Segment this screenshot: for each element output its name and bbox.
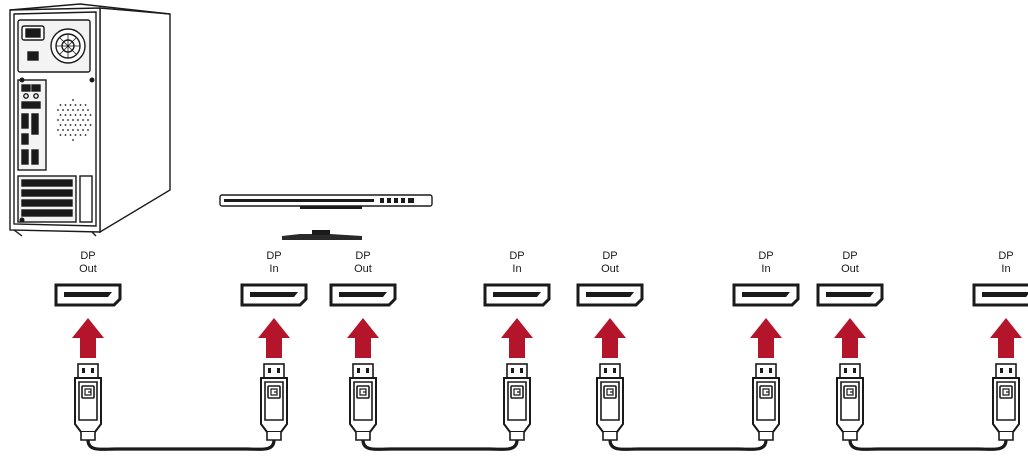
port-label-line2: Out — [841, 263, 859, 275]
port-label-line1: DP — [842, 250, 858, 262]
arrow-up-icon — [347, 318, 379, 358]
port-label-line2: In — [1001, 263, 1011, 275]
displayport-icon — [483, 283, 551, 307]
cable-line — [848, 439, 1008, 451]
displayport-icon — [329, 283, 397, 307]
port-label-line1: DP — [355, 250, 371, 262]
displayport-cable-icon — [596, 363, 624, 441]
port-label-line1: DP — [602, 250, 618, 262]
arrow-up-icon — [501, 318, 533, 358]
monitor-icon — [219, 194, 433, 240]
port-label-line1: DP — [80, 250, 96, 262]
displayport-cable-icon — [349, 363, 377, 441]
port-label-line2: Out — [601, 263, 619, 275]
port-label-line2: In — [761, 263, 771, 275]
arrow-up-icon — [258, 318, 290, 358]
port-label: DP Out — [63, 250, 113, 276]
port-label: DP In — [741, 250, 791, 276]
port-label: DP Out — [585, 250, 635, 276]
port-label: DP In — [492, 250, 542, 276]
displayport-icon — [816, 283, 884, 307]
port-label-line1: DP — [758, 250, 774, 262]
displayport-icon — [732, 283, 800, 307]
port-label: DP In — [981, 250, 1028, 276]
cable-line — [86, 439, 276, 451]
displayport-cable-icon — [503, 363, 531, 441]
cable-line — [608, 439, 768, 451]
port-label-line2: In — [512, 263, 522, 275]
port-label-line2: Out — [79, 263, 97, 275]
port-label-line1: DP — [266, 250, 282, 262]
displayport-cable-icon — [992, 363, 1020, 441]
displayport-cable-icon — [260, 363, 288, 441]
arrow-up-icon — [990, 318, 1022, 358]
displayport-cable-icon — [74, 363, 102, 441]
displayport-icon — [576, 283, 644, 307]
displayport-icon — [240, 283, 308, 307]
port-label: DP Out — [825, 250, 875, 276]
arrow-up-icon — [834, 318, 866, 358]
cable-line — [361, 439, 519, 451]
arrow-up-icon — [750, 318, 782, 358]
port-label-line2: In — [269, 263, 279, 275]
arrow-up-icon — [594, 318, 626, 358]
port-label-line1: DP — [509, 250, 525, 262]
port-label-line1: DP — [998, 250, 1014, 262]
port-label-line2: Out — [354, 263, 372, 275]
port-label: DP In — [249, 250, 299, 276]
displayport-icon — [54, 283, 122, 307]
displayport-cable-icon — [836, 363, 864, 441]
displayport-icon — [972, 283, 1028, 307]
port-label: DP Out — [338, 250, 388, 276]
computer-tower-icon — [9, 3, 171, 237]
arrow-up-icon — [72, 318, 104, 358]
displayport-cable-icon — [752, 363, 780, 441]
